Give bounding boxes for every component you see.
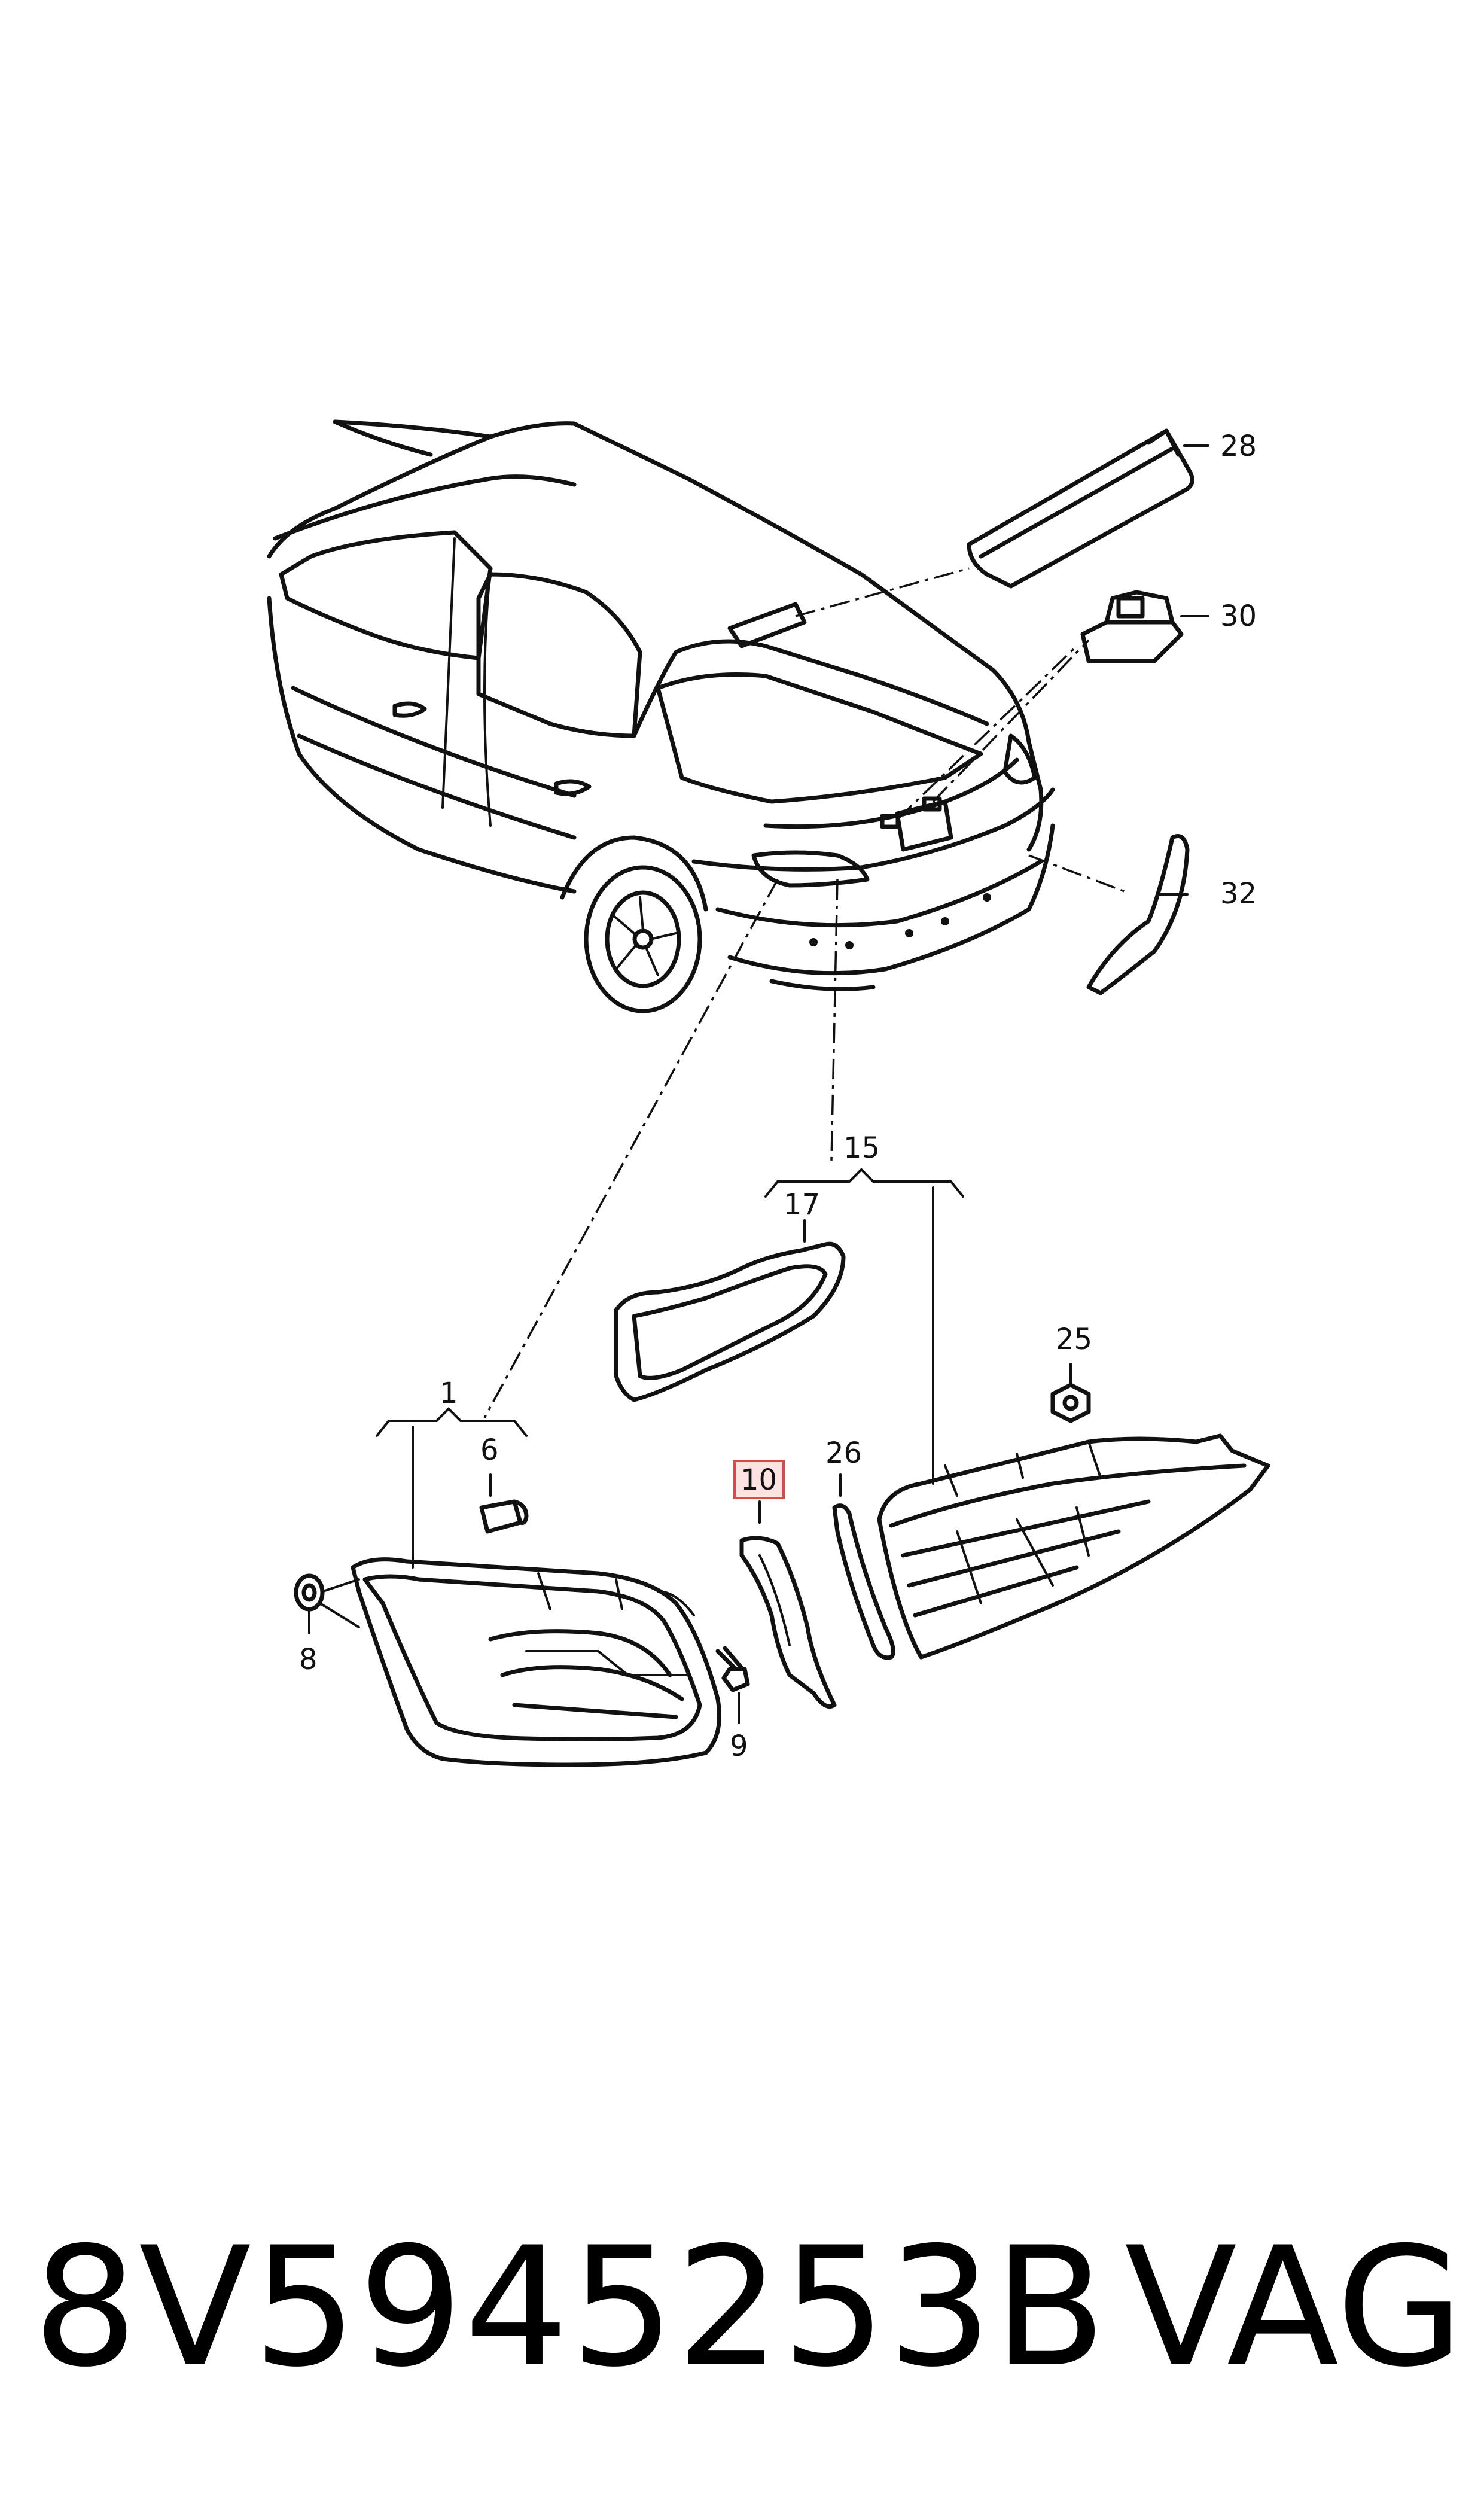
leader-lines [483,567,1125,1418]
car-illustration [267,419,1055,1013]
part-26-seal [832,1473,895,1660]
callout-32: 32 [1220,877,1257,911]
callout-25: 25 [1056,1323,1092,1356]
callout-15: 15 [843,1131,880,1165]
callout-26: 26 [825,1436,862,1470]
part-17-gasket [614,1219,846,1402]
part-15-inner-tail-light [877,1433,1270,1660]
part-1-outer-tail-light [351,1557,721,1767]
part-number: 8V5945253B [33,2212,1108,2403]
part-28-brake-light [967,428,1209,589]
bracket-1 [376,1407,528,1569]
callout-8: 8 [299,1643,318,1676]
part-32-trim [1086,834,1190,995]
part-10-bracket [739,1500,837,1709]
callout-30: 30 [1220,599,1257,633]
callout-28: 28 [1220,430,1257,463]
brand-label: VAG [1125,2212,1464,2403]
part-9-bolt [715,1646,750,1724]
callout-9: 9 [730,1730,748,1763]
highlight-box [733,1460,785,1499]
part-8-grommet [294,1573,360,1634]
part-25-nut [1050,1363,1091,1423]
callout-17: 17 [784,1188,820,1222]
part-6-bulb-holder [479,1473,529,1534]
bracket-15 [764,1168,964,1485]
callout-1: 1 [440,1377,458,1410]
part-30-plate-light [1080,590,1209,663]
callout-10: 10 [741,1463,777,1497]
callout-6: 6 [480,1433,499,1467]
callout-labels: 28 30 32 15 17 25 26 10 1 6 8 9 [299,430,1257,1763]
